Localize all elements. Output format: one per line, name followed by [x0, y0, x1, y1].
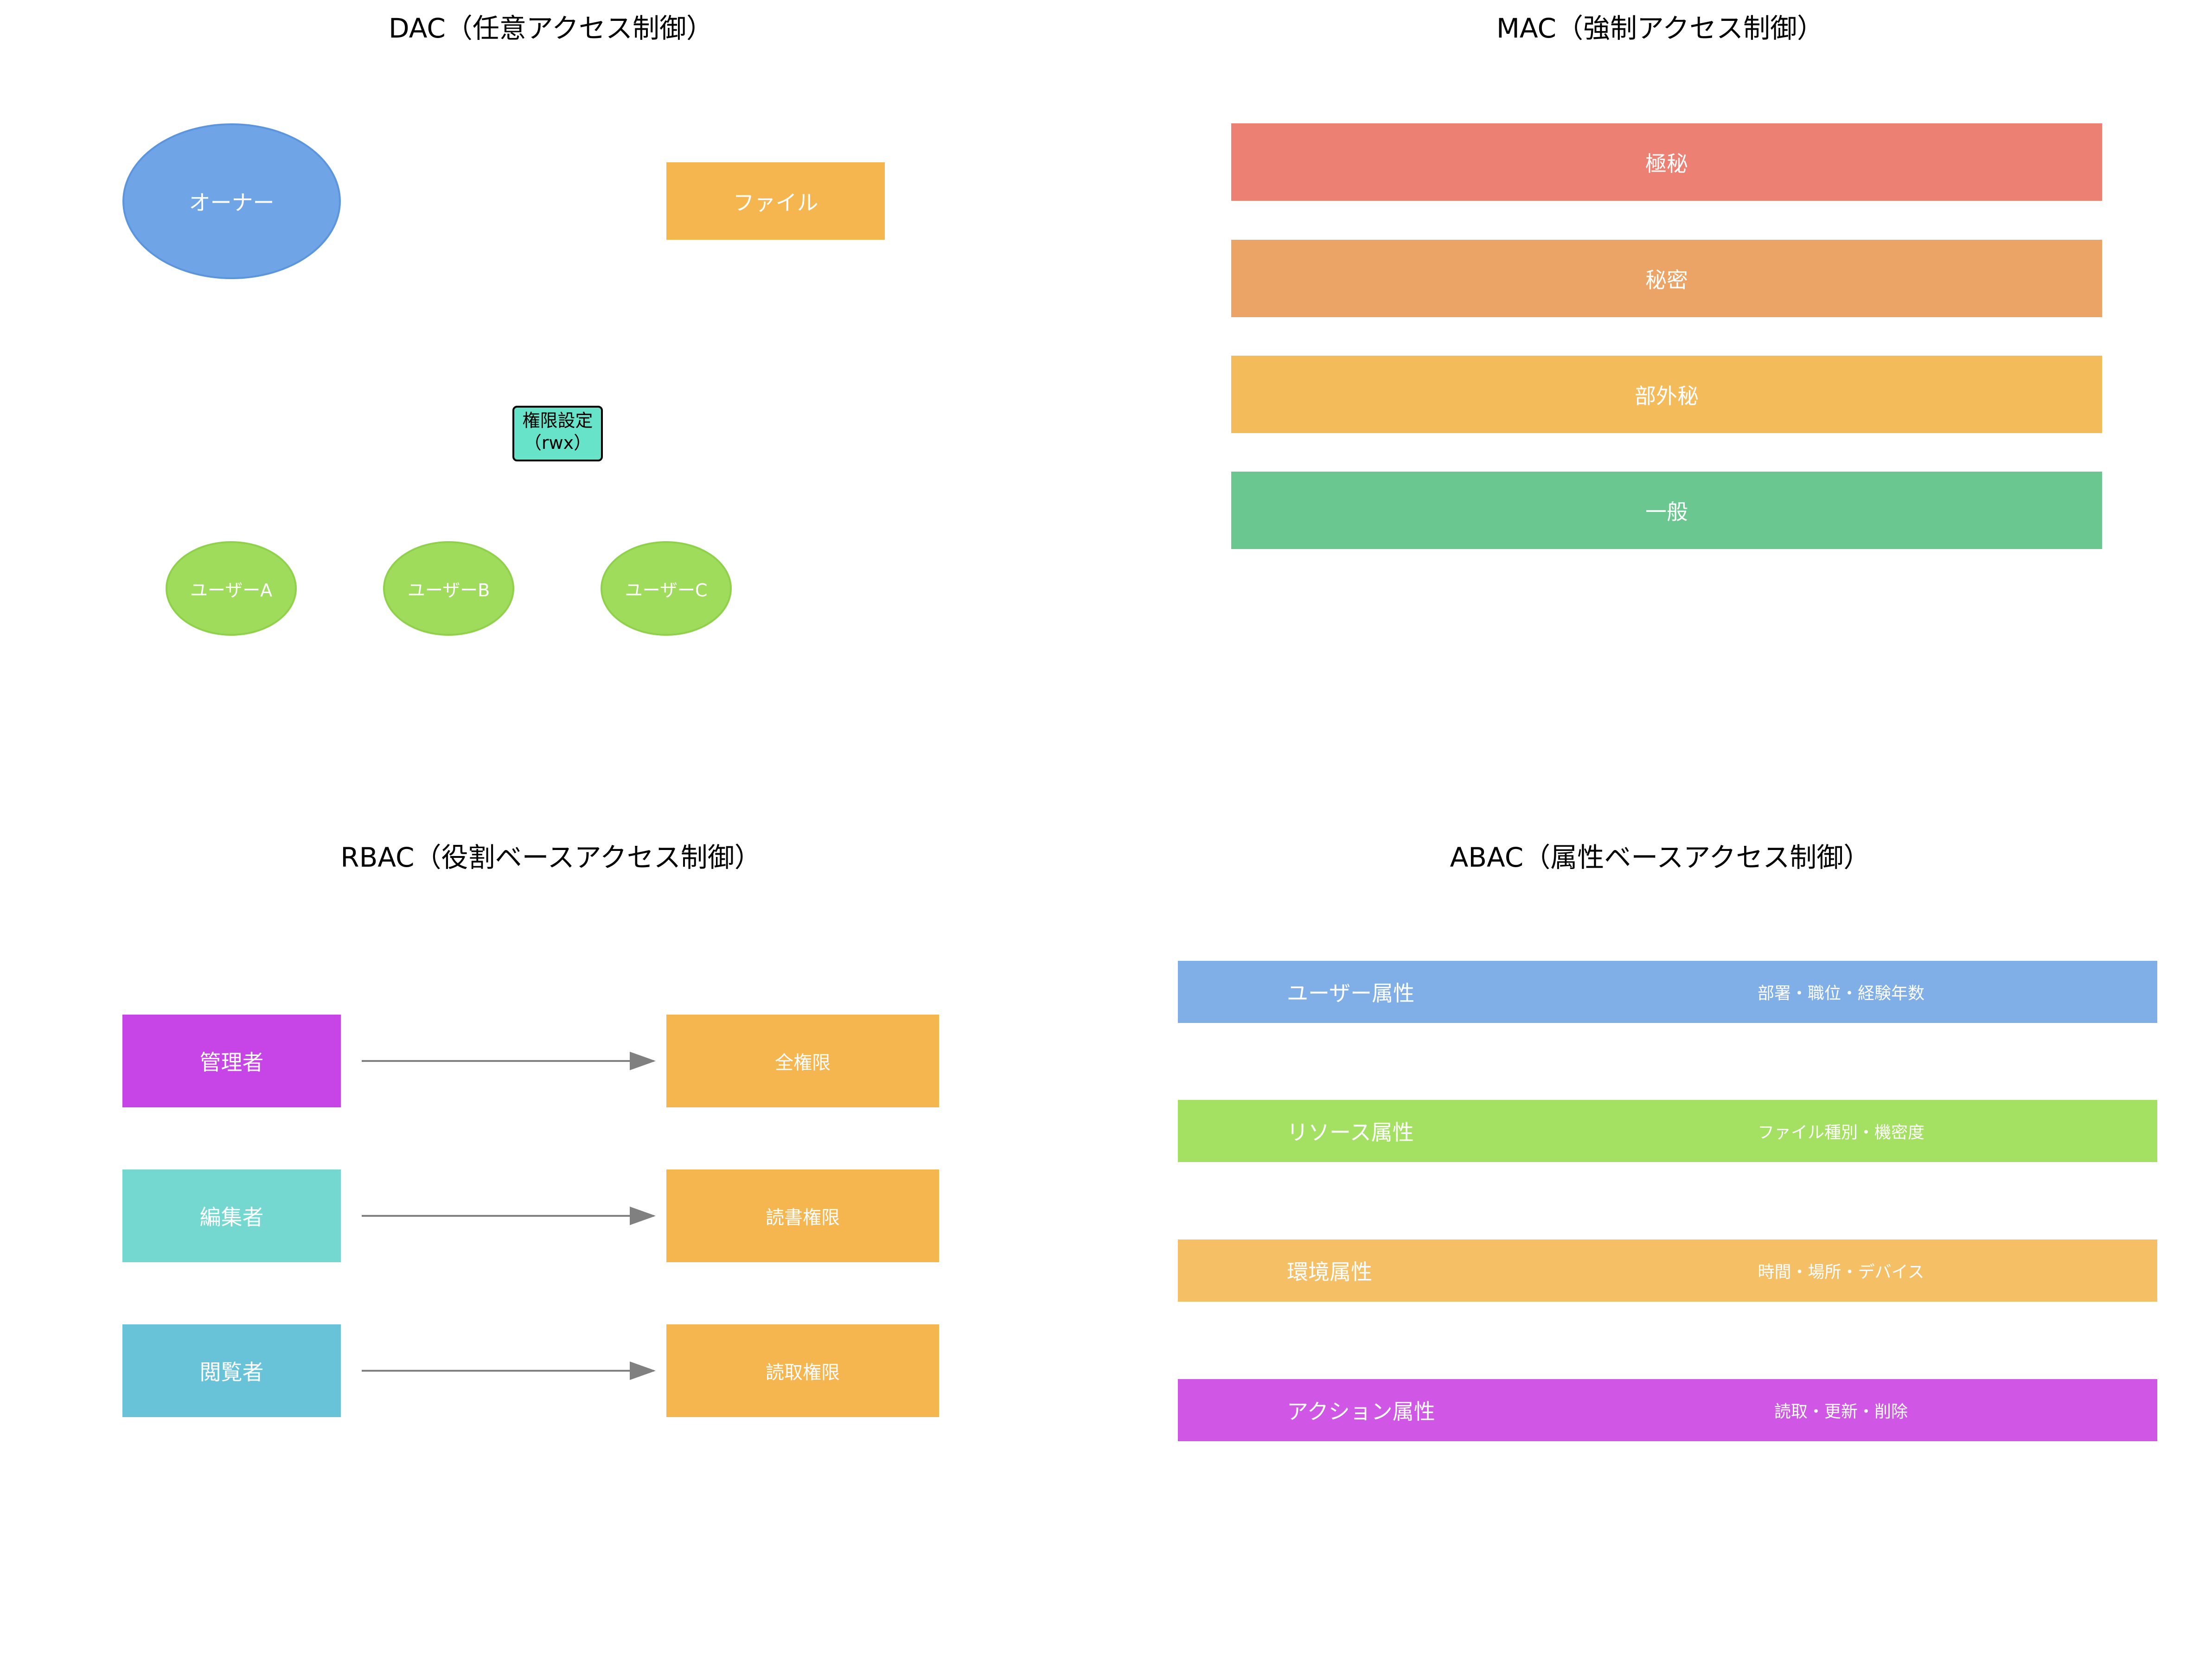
mac-level-label: 極秘: [1645, 151, 1688, 176]
abac-attribute-values: 部署・職位・経験年数: [1757, 984, 1924, 1003]
abac-title: ABAC（属性ベースアクセス制御）: [1450, 842, 1871, 873]
mac-level-confidential: 部外秘: [1231, 356, 2102, 433]
rbac-permission-label: 全権限: [775, 1052, 831, 1074]
mac-level-label: 一般: [1645, 499, 1688, 524]
dac-owner-node: オーナー: [122, 123, 341, 279]
mac-level-general: 一般: [1231, 472, 2102, 549]
dac-permission-line1: 権限設定: [522, 410, 593, 431]
mac-title: MAC（強制アクセス制御）: [1496, 13, 1824, 44]
dac-permission-line2: （rwx）: [524, 433, 592, 453]
rbac-role-viewer: 閲覧者: [122, 1324, 341, 1417]
dac-permission-box: 権限設定 （rwx）: [512, 406, 603, 461]
dac-user-b-label: ユーザーB: [407, 580, 490, 601]
dac-user-a-node: ユーザーA: [166, 541, 297, 636]
dac-file-label: ファイル: [733, 190, 818, 215]
abac-attribute-values: 時間・場所・デバイス: [1758, 1263, 1924, 1282]
rbac-permission-read-write: 読書権限: [666, 1169, 939, 1262]
rbac-role-label: 閲覧者: [199, 1360, 264, 1385]
dac-file-node: ファイル: [666, 162, 885, 240]
rbac-permission-label: 読取権限: [766, 1362, 840, 1383]
mac-level-label: 秘密: [1645, 267, 1688, 293]
abac-attribute-values: ファイル種別・機密度: [1757, 1123, 1924, 1142]
abac-row-user: ユーザー属性 部署・職位・経験年数: [1178, 961, 2157, 1023]
mac-level-secret: 秘密: [1231, 240, 2102, 317]
mac-level-top-secret: 極秘: [1231, 123, 2102, 201]
dac-user-b-node: ユーザーB: [383, 541, 514, 636]
dac-title: DAC（任意アクセス制御）: [389, 13, 713, 44]
dac-owner-label: オーナー: [189, 190, 275, 215]
rbac-role-label: 管理者: [199, 1050, 264, 1075]
abac-attribute-label: リソース属性: [1287, 1120, 1414, 1145]
abac-attribute-label: 環境属性: [1287, 1259, 1372, 1284]
rbac-permission-all: 全権限: [666, 1015, 939, 1107]
mac-level-label: 部外秘: [1635, 383, 1699, 409]
abac-attribute-label: アクション属性: [1287, 1399, 1435, 1424]
abac-row-environment: 環境属性 時間・場所・デバイス: [1178, 1240, 2157, 1302]
dac-user-c-node: ユーザーC: [601, 541, 732, 636]
rbac-permission-label: 読書権限: [766, 1207, 840, 1228]
rbac-permission-read: 読取権限: [666, 1324, 939, 1417]
rbac-role-admin: 管理者: [122, 1015, 341, 1107]
rbac-role-label: 編集者: [199, 1205, 264, 1230]
abac-row-action: アクション属性 読取・更新・削除: [1178, 1379, 2157, 1441]
abac-attribute-values: 読取・更新・削除: [1774, 1402, 1908, 1421]
abac-row-resource: リソース属性 ファイル種別・機密度: [1178, 1100, 2157, 1162]
rbac-role-editor: 編集者: [122, 1169, 341, 1262]
rbac-title: RBAC（役割ベースアクセス制御）: [340, 842, 761, 873]
dac-user-c-label: ユーザーC: [625, 580, 708, 601]
abac-attribute-label: ユーザー属性: [1287, 981, 1415, 1006]
dac-user-a-label: ユーザーA: [190, 580, 273, 601]
